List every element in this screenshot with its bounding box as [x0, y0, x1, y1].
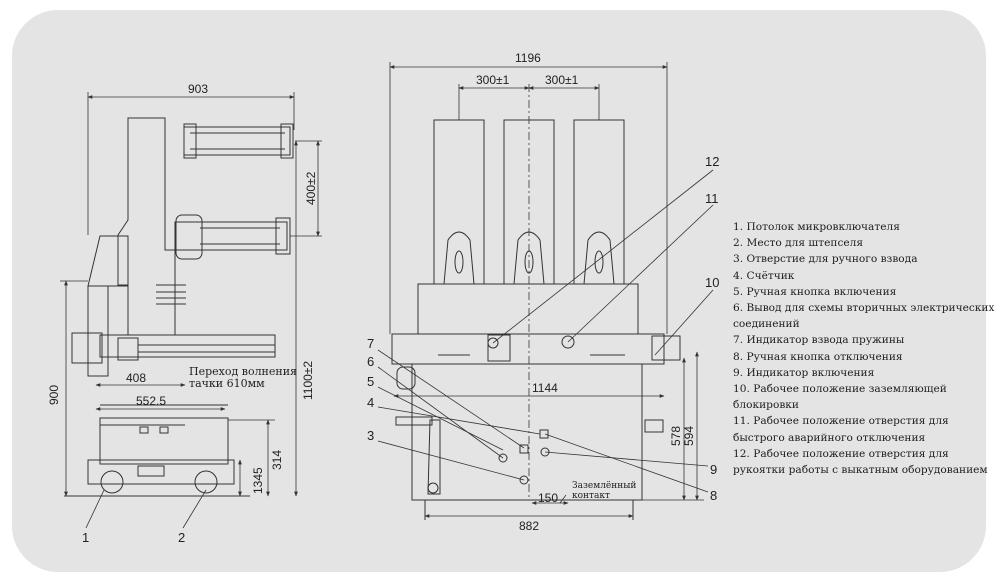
- callout-7: 7: [367, 336, 374, 351]
- legend-item: 7. Индикатор взвода пружины: [733, 334, 905, 347]
- callout-5: 5: [367, 374, 374, 389]
- callout-11: 11: [705, 191, 719, 206]
- callout-6: 6: [367, 354, 374, 369]
- dim-400: 400±2: [304, 171, 318, 205]
- legend-item: 3. Отверстие для ручного взвода: [733, 253, 918, 266]
- callout-9: 9: [710, 462, 717, 477]
- legend-item: 11. Рабочее положение отверстия для быст…: [733, 415, 949, 444]
- side-wheel-left: [100, 470, 124, 494]
- side-lower-body: [87, 285, 109, 377]
- front-lower-body: [411, 363, 643, 501]
- dim-300-left: 300±1: [476, 73, 510, 87]
- lower-terminal: [174, 221, 288, 251]
- callout-12: 12: [705, 154, 719, 169]
- ground-label-line2: контакт: [572, 491, 610, 501]
- dim-1100: 1100±2: [301, 361, 315, 400]
- front-upper-body: [417, 283, 639, 335]
- dim-408: 408: [126, 371, 146, 385]
- dim-1144: 1144: [532, 381, 558, 395]
- callout-8: 8: [710, 488, 717, 503]
- legend-item: 5. Ручная кнопка включения: [733, 285, 897, 298]
- upper-terminal: [183, 126, 291, 156]
- legend-item: 9. Индикатор включения: [733, 366, 875, 379]
- side-column: [117, 117, 176, 336]
- legend-item: 2. Место для штепселя: [733, 237, 864, 250]
- dim-300-right: 300±1: [545, 73, 579, 87]
- dim-150: 150: [538, 491, 558, 505]
- dim-594: 594: [682, 426, 696, 446]
- pole-left: [433, 119, 485, 285]
- callout-10: 10: [705, 275, 719, 290]
- dim-314: 314: [270, 450, 284, 470]
- legend: 1. Потолок микровключателя 2. Место для …: [733, 219, 995, 478]
- side-view: [64, 117, 294, 497]
- callout-3: 3: [367, 428, 374, 443]
- legend-item: 4. Счётчик: [733, 269, 795, 282]
- side-note-line2: тачки 610мм: [189, 377, 265, 390]
- dim-1196: 1196: [515, 51, 541, 65]
- front-dimensions: [377, 62, 714, 518]
- callout-4: 4: [367, 395, 374, 410]
- legend-item: 6. Вывод для схемы вторичных электрическ…: [733, 302, 995, 331]
- drawing-panel: [12, 10, 986, 572]
- ground-label-line1: Заземлённый: [572, 481, 636, 491]
- dim-900: 900: [47, 385, 61, 405]
- dim-903: 903: [188, 82, 208, 96]
- dim-552: 552.5: [136, 394, 166, 408]
- dim-882: 882: [519, 519, 539, 533]
- side-dimensions: [60, 92, 322, 529]
- legend-item: 10. Рабочее положение заземляющей блокир…: [733, 383, 947, 412]
- legend-item: 1. Потолок микровключателя: [733, 221, 900, 233]
- side-note-line1: Переход волнения: [189, 365, 297, 378]
- legend-item: 12. Рабочее положение отверстия для руко…: [733, 447, 988, 477]
- dim-1345: 1345: [251, 467, 265, 494]
- callout-1: 1: [82, 530, 89, 545]
- legend-item: 8. Ручная кнопка отключения: [733, 350, 903, 363]
- dim-578: 578: [669, 426, 683, 446]
- side-wheel-right: [194, 470, 218, 494]
- callout-2: 2: [178, 530, 185, 545]
- front-panel: [391, 333, 665, 365]
